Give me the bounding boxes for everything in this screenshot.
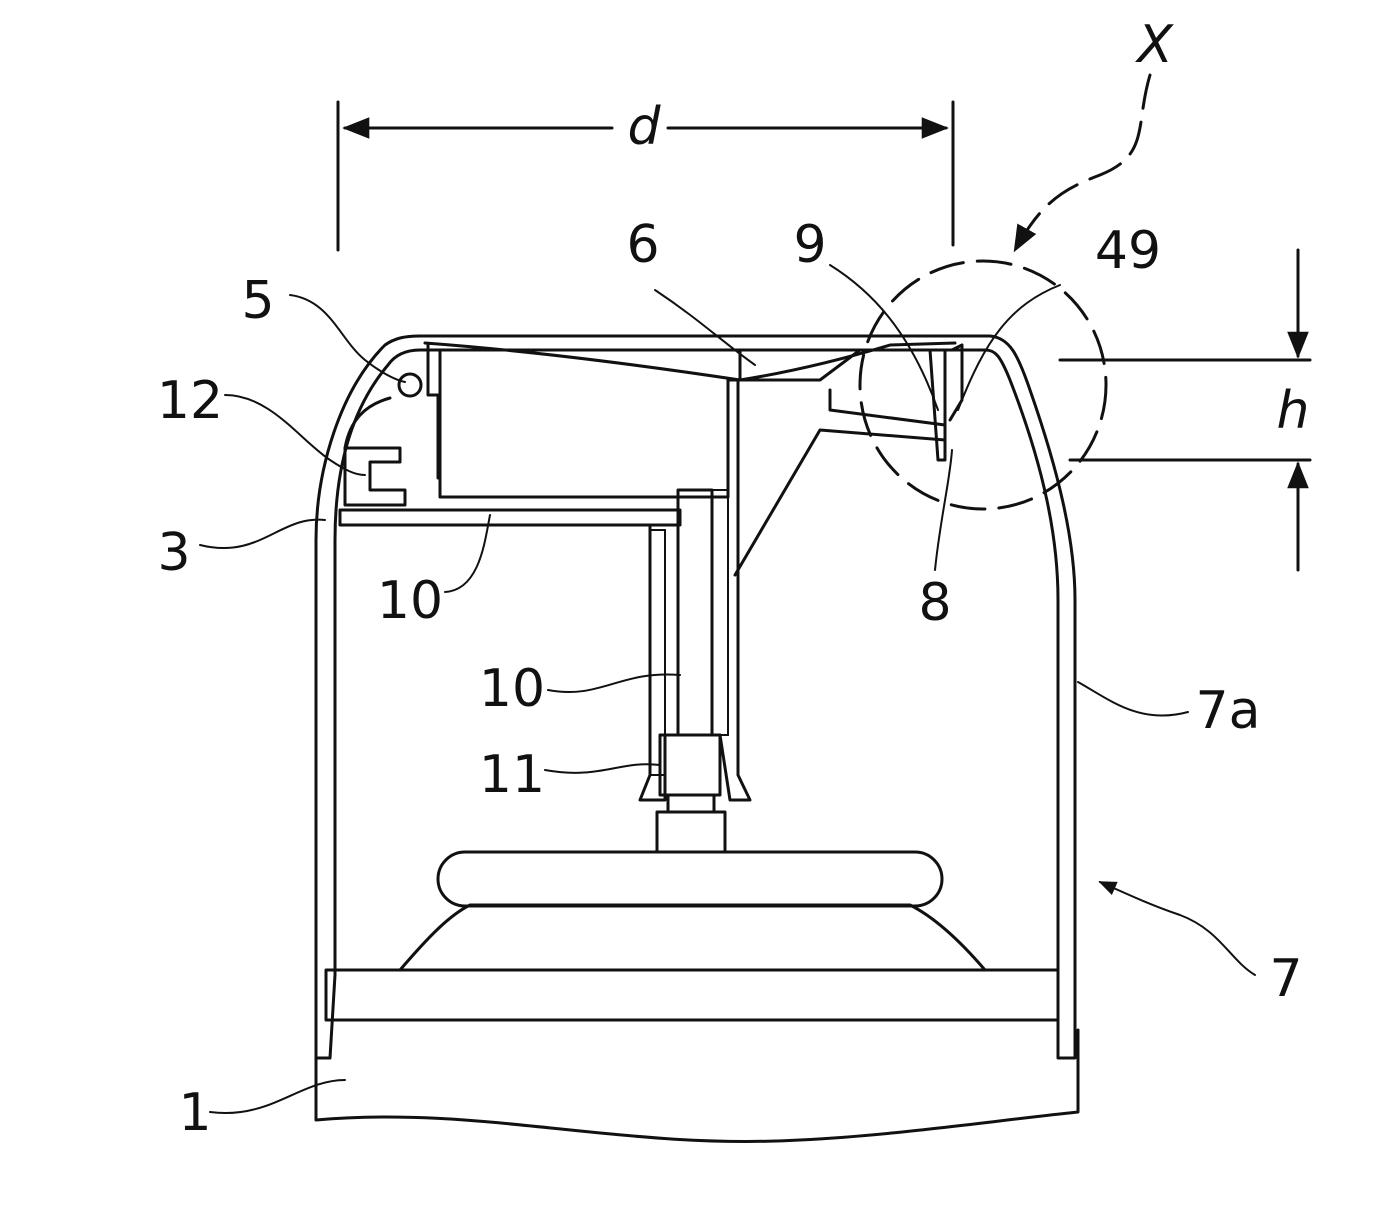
base-plate — [340, 510, 680, 525]
leader-10-upper — [445, 515, 490, 592]
nozzle-orifice — [950, 345, 962, 420]
tube-wall-right — [712, 490, 728, 735]
detail-x-label: X — [1134, 15, 1174, 75]
leader-5 — [290, 295, 405, 382]
leader-8 — [935, 450, 952, 570]
leader-11 — [545, 764, 660, 773]
sealing-ring — [399, 374, 421, 396]
stem-adapter — [660, 735, 720, 795]
reference-numerals: 5 12 3 10 10 11 1 6 9 49 8 7a 7 — [157, 215, 1303, 1143]
numeral-10-upper: 10 — [377, 571, 443, 631]
aerosol-can — [316, 795, 1078, 1141]
can-body — [316, 1030, 1078, 1141]
housing-7a — [316, 336, 1075, 1058]
ring-retainer — [428, 345, 438, 478]
leader-10-lower — [548, 674, 680, 692]
leader-7a — [1078, 682, 1188, 716]
numeral-8: 8 — [918, 573, 951, 633]
housing-wall — [316, 336, 1075, 1058]
leader-1 — [210, 1080, 345, 1113]
clip-element — [345, 448, 405, 505]
numeral-7a: 7a — [1196, 681, 1261, 741]
dimension-d-label: d — [627, 97, 661, 157]
numeral-3: 3 — [157, 523, 190, 583]
nozzle-insert — [930, 350, 945, 460]
numeral-6: 6 — [626, 215, 659, 275]
detail-x-circle — [860, 261, 1106, 509]
nozzle-lower-wall — [830, 390, 945, 425]
can-dome — [400, 905, 985, 970]
can-rim — [326, 970, 1058, 1020]
leader-7 — [1100, 882, 1255, 975]
numeral-9: 9 — [793, 215, 826, 275]
dimension-h-label: h — [1277, 381, 1310, 441]
numeral-12: 12 — [157, 371, 223, 431]
numeral-1: 1 — [178, 1083, 211, 1143]
numeral-10-lower: 10 — [479, 659, 545, 719]
tube-wall-left — [650, 530, 665, 775]
numeral-49: 49 — [1095, 221, 1161, 281]
valve-cup — [438, 852, 942, 906]
numeral-11: 11 — [479, 745, 545, 805]
delivery-tube — [640, 380, 750, 800]
leader-6 — [655, 290, 755, 365]
dimension-h: h — [1060, 250, 1310, 570]
numeral-7: 7 — [1269, 949, 1302, 1009]
leader-3 — [200, 520, 325, 548]
numeral-5: 5 — [241, 271, 274, 331]
nozzle-support-arm — [735, 430, 945, 575]
valve-stem-base — [657, 812, 725, 852]
clip-spring — [345, 398, 390, 448]
